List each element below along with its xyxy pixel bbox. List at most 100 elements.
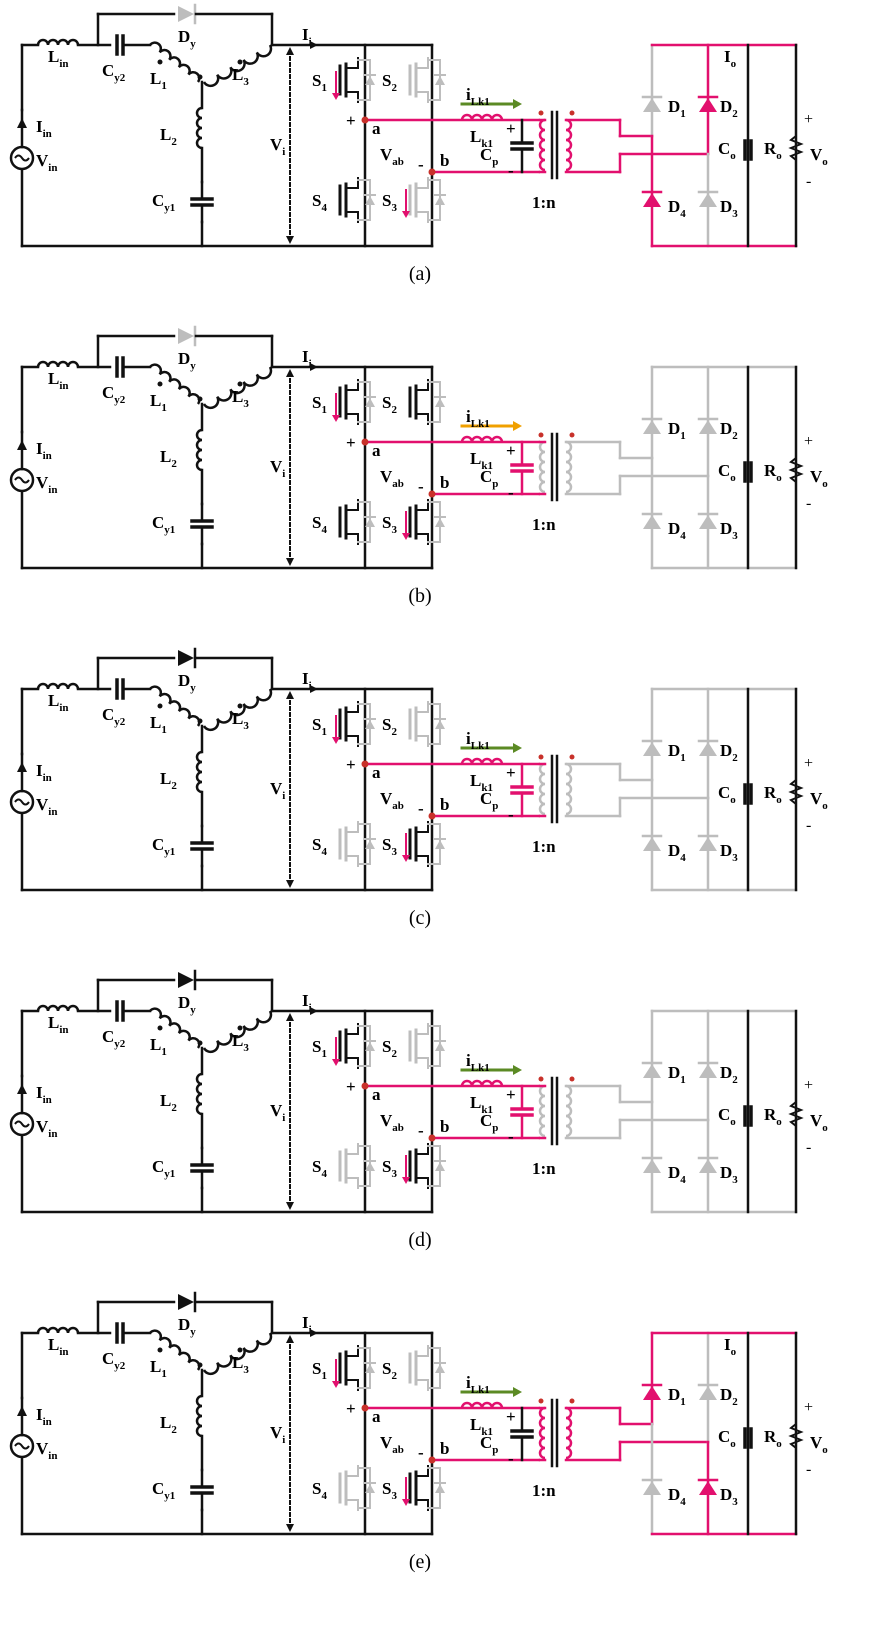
transformer-primary (538, 1406, 546, 1460)
diode-Dy (178, 1294, 194, 1310)
label-node-a: a (372, 119, 381, 138)
switch-S2 (408, 1345, 446, 1391)
diode-D2 (699, 742, 717, 756)
switch-S1 (338, 1023, 376, 1069)
diode-D2 (699, 420, 717, 434)
label-Vab: Vab (380, 145, 404, 168)
label-plus: + (506, 119, 516, 138)
label-S2: S2 (382, 71, 397, 94)
panel-b: IinVinLinCy2DyL1L3L2Cy1ViIiS1S2S4S3+a-bV… (9, 325, 828, 607)
label-D1: D1 (668, 419, 686, 442)
current-arrow-icon (332, 737, 340, 744)
label-plus: + (506, 1407, 516, 1426)
label-iLk1: iLk1 (466, 1051, 490, 1074)
label-Vi: Vi (270, 1101, 285, 1124)
label-L2: L2 (160, 769, 177, 792)
label-minus: - (508, 483, 514, 502)
transformer-primary (538, 440, 546, 494)
node-a-icon (361, 116, 369, 124)
inductor-L3 (202, 1332, 273, 1376)
current-arrow-icon (332, 93, 340, 100)
diode-D1 (643, 1386, 661, 1400)
panel-a: IinVinLinCy2DyL1L3L2Cy1ViIiS1S2S4S3+a-bV… (9, 3, 828, 285)
label-plus: + (346, 1077, 356, 1096)
label-L3: L3 (232, 65, 249, 88)
diode-Dy (178, 650, 194, 666)
label-L1: L1 (150, 69, 167, 92)
diode-D1 (643, 98, 661, 112)
label-D3: D3 (720, 519, 738, 542)
diode-D3 (699, 837, 717, 851)
label-plus: + (506, 1085, 516, 1104)
transformer-primary (538, 118, 546, 172)
label-Cp: Cp (480, 145, 498, 168)
label-Vo: Vo (810, 1111, 828, 1134)
label-minus: - (508, 1127, 514, 1146)
label-Vi: Vi (270, 457, 285, 480)
label-S2: S2 (382, 715, 397, 738)
label-Lk1: Lk1 (470, 1093, 493, 1116)
label-L1: L1 (150, 1357, 167, 1380)
label-Vi: Vi (270, 135, 285, 158)
node-b-icon (428, 168, 436, 176)
label-plus: + (804, 111, 813, 128)
switch-S3 (408, 177, 446, 223)
inductor-L1 (149, 685, 201, 727)
label-Iin: Iin (36, 1405, 52, 1428)
inductor-L1 (149, 41, 201, 83)
label-D1: D1 (668, 1385, 686, 1408)
label-D2: D2 (720, 97, 738, 120)
label-D4: D4 (668, 1485, 686, 1508)
node-b-icon (428, 1134, 436, 1142)
inductor-Lk1 (460, 757, 504, 765)
label-Lk1: Lk1 (470, 771, 493, 794)
label-ratio: 1:n (532, 193, 556, 212)
label-Cp: Cp (480, 789, 498, 812)
label-Co: Co (718, 139, 736, 162)
switch-S4 (338, 177, 376, 223)
label-plus: + (346, 1399, 356, 1418)
inductor-L2 (195, 428, 203, 472)
current-arrow-icon (402, 211, 410, 218)
label-L3: L3 (232, 709, 249, 732)
label-Cp: Cp (480, 1111, 498, 1134)
label-plus: + (506, 441, 516, 460)
label-Iin: Iin (36, 761, 52, 784)
switch-S1 (338, 379, 376, 425)
label-node-a: a (372, 763, 381, 782)
resistor-Ro (788, 1423, 804, 1449)
label-Dy: Dy (178, 993, 196, 1016)
label-S3: S3 (382, 835, 397, 858)
diode-Dy (178, 6, 194, 22)
inductor-L2 (195, 1394, 203, 1438)
label-Ro: Ro (764, 1427, 782, 1450)
transformer-primary (538, 762, 546, 816)
label-Ro: Ro (764, 1105, 782, 1128)
label-minus: - (508, 1449, 514, 1468)
label-Ro: Ro (764, 461, 782, 484)
inductor-Lk1 (460, 1079, 504, 1087)
inductor-Lk1 (460, 435, 504, 443)
inductor-L1 (149, 363, 201, 405)
label-D4: D4 (668, 1163, 686, 1186)
label-minus: - (806, 817, 811, 834)
switch-S4 (338, 1465, 376, 1511)
switch-S1 (338, 57, 376, 103)
diode-D2 (699, 98, 717, 112)
inductor-L3 (202, 688, 273, 732)
label-Cy1: Cy1 (152, 835, 175, 858)
label-Lin: Lin (48, 369, 69, 392)
current-arrow-icon (402, 533, 410, 540)
label-Vo: Vo (810, 1433, 828, 1456)
label-Cy1: Cy1 (152, 1479, 175, 1502)
switch-S3 (408, 821, 446, 867)
label-iLk1: iLk1 (466, 407, 490, 430)
label-Iin: Iin (36, 117, 52, 140)
label-S1: S1 (312, 393, 327, 416)
label-Lin: Lin (48, 1335, 69, 1358)
label-Cp: Cp (480, 467, 498, 490)
label-L2: L2 (160, 447, 177, 470)
label-Vab: Vab (380, 1433, 404, 1456)
label-plus: + (804, 433, 813, 450)
